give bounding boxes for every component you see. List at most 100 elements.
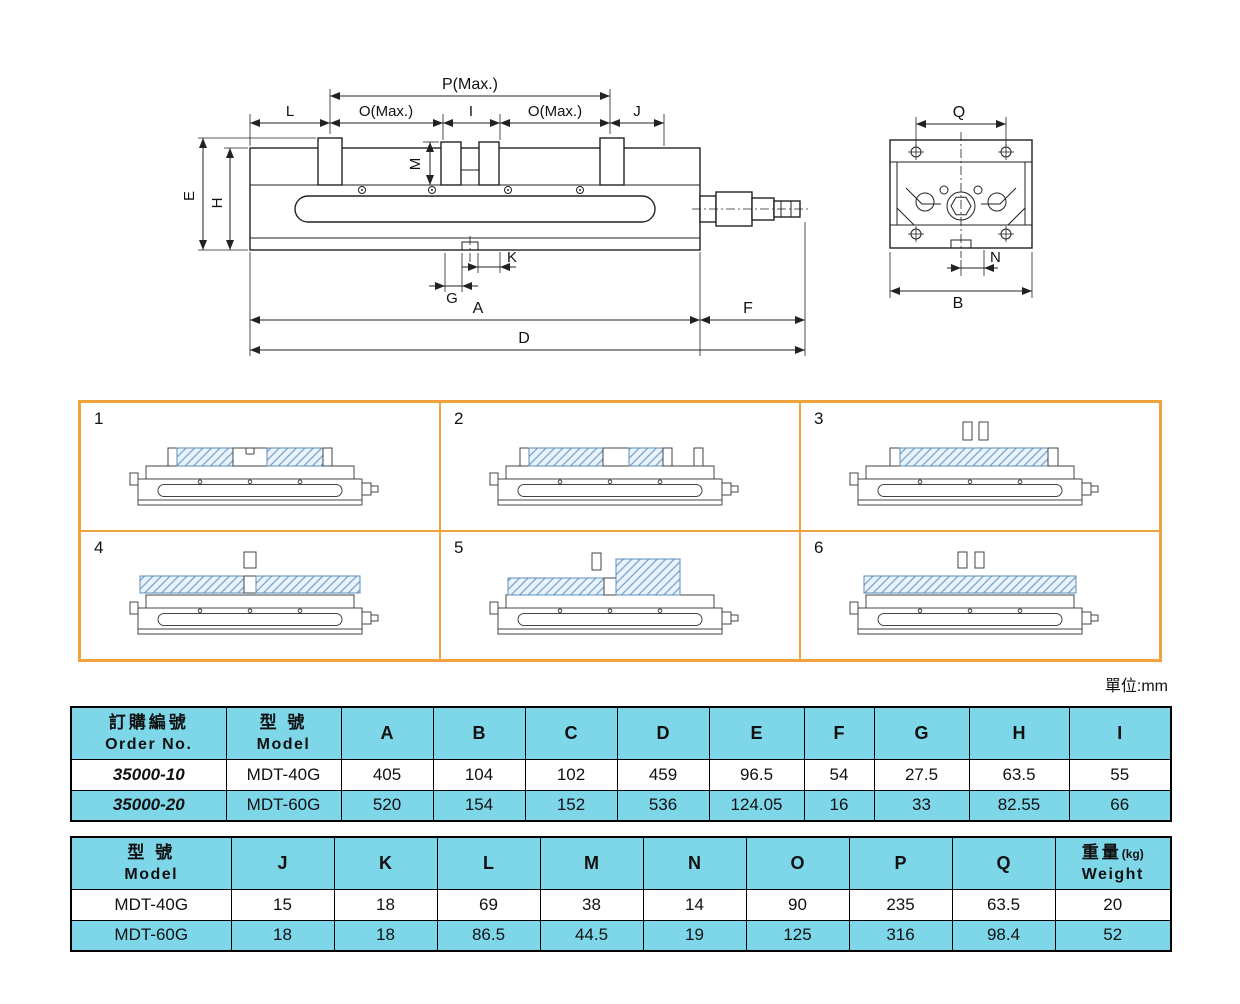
panel-number-6: 6 (814, 538, 824, 557)
model-value: MDT-60G (225, 789, 342, 822)
order-no-value: 35000-10 (70, 758, 227, 791)
dim-label-b: B (953, 295, 964, 312)
lead-screw (692, 191, 808, 227)
model-zh: 型 號 (127, 843, 176, 863)
clamping-example-2: 2 (440, 402, 800, 531)
dim-label-l: L (286, 103, 294, 120)
dim-value: 104 (432, 758, 526, 791)
dim-label-j: J (633, 103, 641, 120)
clamping-example-5: 5 (440, 531, 800, 660)
panel-number-1: 1 (94, 409, 104, 428)
clamping-example-4: 4 (80, 531, 440, 660)
spec-table-dimensions-j-q: 型 號 Model J K L M N O P Q 重量(kg) Weight … (70, 836, 1172, 952)
panel-number-3: 3 (814, 409, 824, 428)
dim-value: 18 (333, 888, 438, 921)
dim-value: 154 (432, 789, 526, 822)
col-header-b: B (432, 706, 526, 760)
dim-value: 124.05 (708, 789, 805, 822)
screw-dots-icon (358, 186, 584, 194)
col-header-d: D (616, 706, 710, 760)
dim-label-k: K (507, 249, 517, 266)
weight-en: Weight (1081, 866, 1144, 884)
weight-zh: 重量(kg) (1081, 843, 1144, 863)
vise-end-view: Q N B (889, 104, 1033, 312)
dim-label-q: Q (953, 104, 965, 121)
col-header-i: I (1068, 706, 1172, 760)
dim-value: 125 (745, 919, 850, 952)
dim-label-d: D (518, 330, 530, 347)
col-header-l: L (436, 836, 541, 890)
vise-config-4-drawing (129, 551, 379, 635)
vise-config-3-drawing (849, 421, 1099, 506)
col-header-weight: 重量(kg) Weight (1054, 836, 1172, 890)
dim-value: 18 (333, 919, 438, 952)
model-value: MDT-60G (70, 919, 232, 952)
clamping-example-6: 6 (800, 531, 1160, 660)
table-row-mdt-40g: MDT-40G 15 18 69 38 14 90 235 63.5 20 (70, 888, 1172, 921)
unit-label: 單位:mm (1104, 678, 1168, 695)
dim-value: 86.5 (436, 919, 541, 952)
vise-config-6-drawing (849, 551, 1099, 635)
dim-value: 63.5 (968, 758, 1070, 791)
vise-config-5-drawing (489, 552, 739, 635)
dim-value: 18 (230, 919, 335, 952)
dim-value: 69 (436, 888, 541, 921)
col-header-n: N (642, 836, 747, 890)
weight-value: 52 (1054, 919, 1172, 952)
col-header-g: G (873, 706, 970, 760)
table-row-mdt-60g: 35000-20 MDT-60G 520 154 152 536 124.05 … (70, 789, 1172, 822)
mounting-screws-icon (908, 144, 1014, 242)
dim-value: 15 (230, 888, 335, 921)
hex-nut-icon (950, 196, 972, 216)
dim-value: 14 (642, 888, 747, 921)
panel-number-4: 4 (94, 538, 104, 557)
dim-label-n: N (990, 249, 1001, 266)
col-header-model: 型 號 Model (225, 706, 342, 760)
col-header-model: 型 號 Model (70, 836, 232, 890)
dim-value: 96.5 (708, 758, 805, 791)
dim-value: 405 (340, 758, 434, 791)
col-header-o: O (745, 836, 850, 890)
dim-label-g: G (446, 290, 458, 307)
dim-value: 27.5 (873, 758, 970, 791)
clamping-examples-grid: 1 2 3 (78, 400, 1162, 662)
dim-value: 38 (539, 888, 644, 921)
model-value: MDT-40G (70, 888, 232, 921)
col-header-order-no: 訂購編號 Order No. (70, 706, 227, 760)
dim-value: 63.5 (951, 888, 1056, 921)
model-en: Model (256, 736, 311, 754)
panel-number-2: 2 (454, 409, 464, 428)
vise-config-2-drawing (489, 447, 739, 506)
order-no-zh: 訂購編號 (108, 713, 189, 733)
dim-value: 16 (803, 789, 875, 822)
dim-value: 98.4 (951, 919, 1056, 952)
dim-label-o-right: O(Max.) (528, 103, 582, 120)
dim-label-f: F (743, 300, 753, 317)
vise-config-1-drawing (129, 447, 379, 506)
weight-value: 20 (1054, 888, 1172, 921)
col-header-a: A (340, 706, 434, 760)
dim-value: 44.5 (539, 919, 644, 952)
dim-value: 102 (524, 758, 618, 791)
dim-value: 55 (1068, 758, 1172, 791)
model-en: Model (124, 866, 179, 884)
clamping-example-1: 1 (80, 402, 440, 531)
dim-value: 536 (616, 789, 710, 822)
panel-number-5: 5 (454, 538, 464, 557)
dim-value: 66 (1068, 789, 1172, 822)
clamping-example-3: 3 (800, 402, 1160, 531)
spec-table-dimensions-a-i: 訂購編號 Order No. 型 號 Model A B C D E F G H… (70, 706, 1172, 822)
dim-label-h: H (209, 198, 226, 209)
dim-value: 316 (848, 919, 953, 952)
col-header-m: M (539, 836, 644, 890)
col-header-p: P (848, 836, 953, 890)
technical-drawing: P(Max.) L O(Max.) I O(Max.) J M E H (181, 76, 1033, 356)
col-header-h: H (968, 706, 1070, 760)
col-header-k: K (333, 836, 438, 890)
model-value: MDT-40G (225, 758, 342, 791)
col-header-q: Q (951, 836, 1056, 890)
order-no-en: Order No. (105, 736, 193, 754)
dim-label-p: P(Max.) (442, 76, 498, 93)
dim-label-i: I (469, 103, 473, 120)
col-header-c: C (524, 706, 618, 760)
